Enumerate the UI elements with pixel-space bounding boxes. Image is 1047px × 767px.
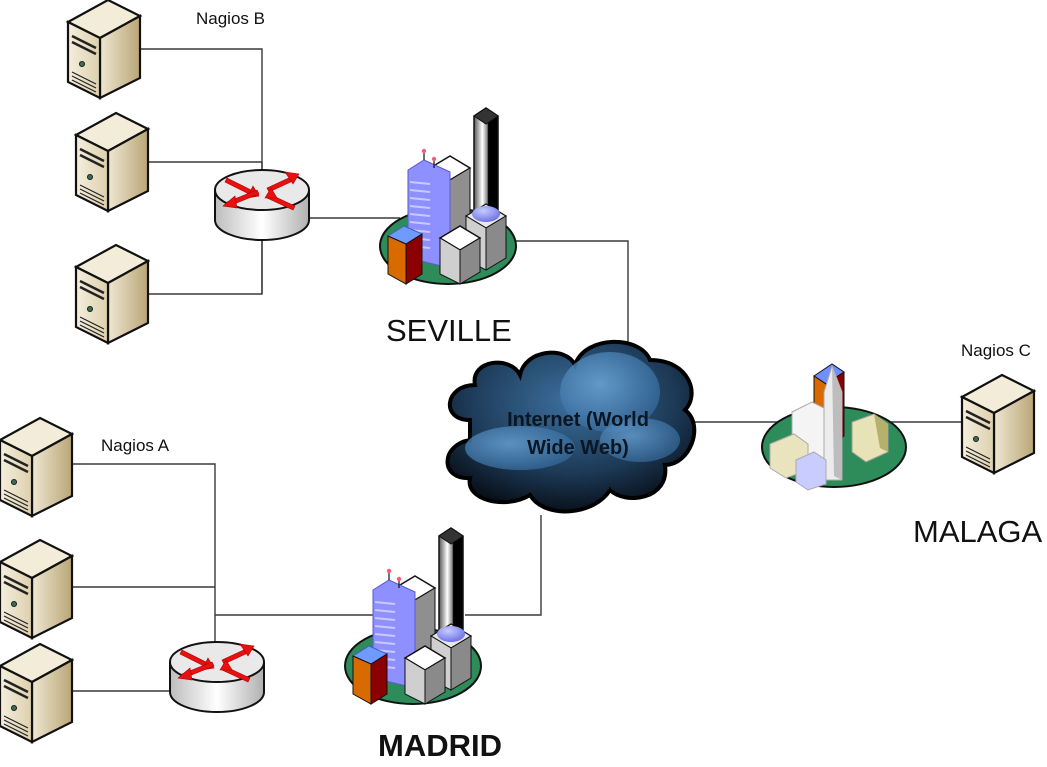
router-icon-madrid bbox=[169, 641, 265, 713]
router-icon-seville bbox=[214, 169, 310, 241]
label-madrid: MADRID bbox=[378, 728, 502, 763]
internet-cloud-icon bbox=[445, 339, 697, 514]
label-malaga: MALAGA bbox=[913, 514, 1043, 549]
server-icon-nagios-a-1 bbox=[0, 416, 74, 518]
server-icon-nagios-b-3 bbox=[74, 243, 150, 345]
label-nagios-a: Nagios A bbox=[101, 436, 170, 455]
server-icon-nagios-b-1 bbox=[66, 0, 142, 100]
link-server-a1-router bbox=[36, 463, 216, 692]
link-madrid-internet bbox=[465, 515, 542, 616]
server-icon-nagios-a-2 bbox=[0, 538, 74, 640]
link-seville-internet bbox=[505, 240, 629, 342]
city-icon-madrid bbox=[344, 527, 482, 705]
cloud-label: Internet (World Wide Web) bbox=[478, 406, 678, 462]
town-icon-malaga bbox=[761, 363, 907, 491]
label-seville: SEVILLE bbox=[386, 313, 512, 348]
label-nagios-c: Nagios C bbox=[961, 341, 1031, 360]
server-icon-nagios-a-3 bbox=[0, 642, 74, 744]
server-icon-nagios-c bbox=[960, 373, 1036, 475]
link-server-b1-router bbox=[108, 48, 263, 205]
cloud-label-line-2: Wide Web) bbox=[527, 437, 629, 459]
server-icon-nagios-b-2 bbox=[74, 111, 150, 213]
city-icon-seville bbox=[379, 107, 517, 285]
cloud-label-line-1: Internet (World bbox=[507, 409, 649, 431]
label-nagios-b: Nagios B bbox=[196, 9, 265, 28]
